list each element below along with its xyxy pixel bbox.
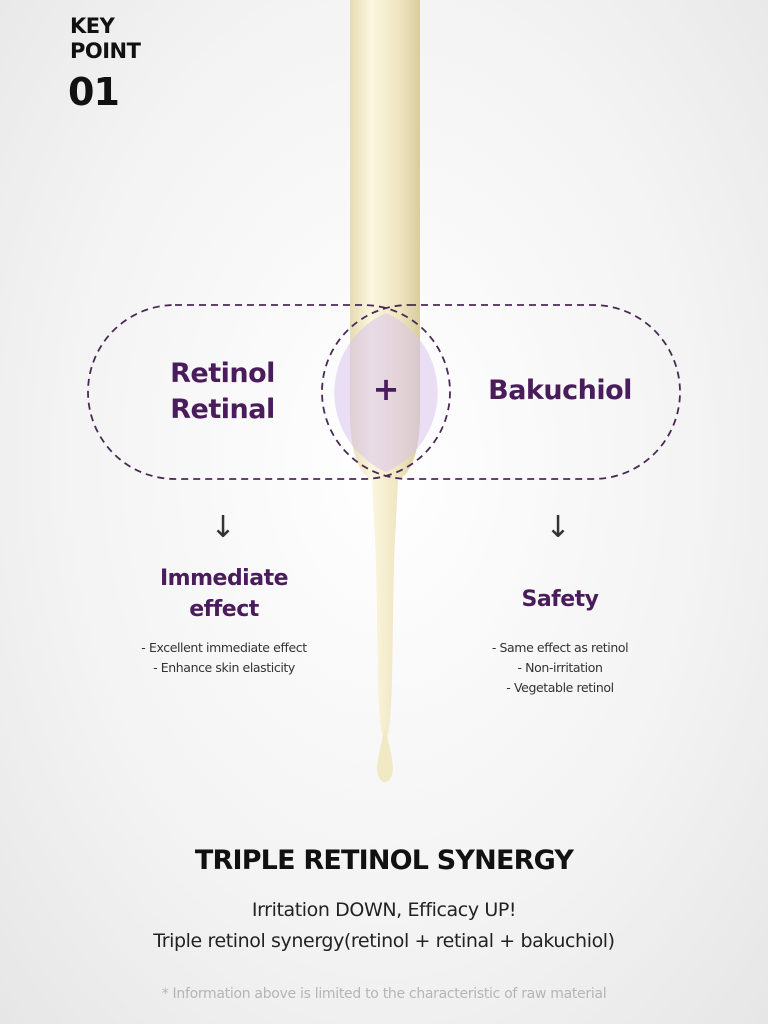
left-pill-outline — [87, 304, 451, 480]
bullet-item: - Non-irritation — [517, 660, 603, 675]
bullet-item: - Enhance skin elasticity — [153, 660, 295, 675]
key-point-number: 01 — [68, 70, 120, 114]
ingredient-retinol: Retinol — [170, 358, 275, 389]
footer-line1: Irritation DOWN, Efficacy UP! — [251, 899, 517, 921]
bullet-item: - Excellent immediate effect — [141, 640, 307, 655]
disclaimer-note: * Information above is limited to the ch… — [161, 986, 607, 1002]
left-bullets: - Excellent immediate effect - Enhance s… — [104, 638, 344, 678]
point-label: POINT — [70, 39, 141, 63]
ingredient-bakuchiol: Bakuchiol — [488, 375, 632, 406]
bullet-item: - Vegetable retinol — [506, 680, 614, 695]
plus-icon: + — [372, 370, 400, 408]
droplet — [377, 728, 393, 782]
arrow-down-icon: ↓ — [210, 510, 236, 545]
footer-line2: Triple retinol synergy(retinol + retinal… — [153, 930, 615, 952]
right-bullets: - Same effect as retinol - Non-irritatio… — [440, 638, 680, 698]
key-label: KEY — [70, 14, 115, 38]
result-immediate-effect: Immediate effect — [104, 563, 344, 625]
key-point-label: KEY POINT — [70, 14, 141, 64]
overlap-lens — [334, 313, 438, 472]
footer-title: TRIPLE RETINOL SYNERGY — [194, 845, 574, 876]
arrow-down-icon: ↓ — [545, 510, 571, 545]
ingredient-retinal: Retinal — [170, 394, 275, 425]
left-ingredients: Retinol Retinal — [120, 356, 325, 428]
result-safety: Safety — [521, 587, 599, 612]
bullet-item: - Same effect as retinol — [491, 640, 629, 655]
result-title-line: Immediate — [159, 566, 289, 591]
result-title-line: effect — [189, 597, 259, 622]
